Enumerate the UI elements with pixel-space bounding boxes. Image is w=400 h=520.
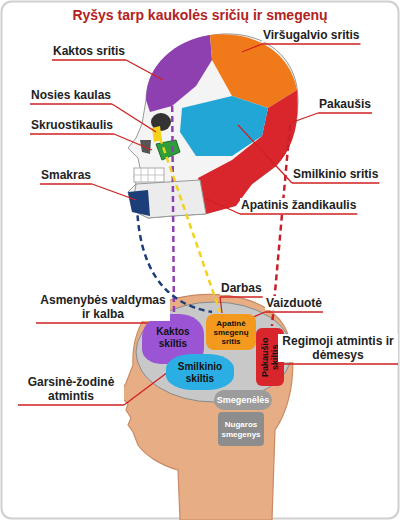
leader-line [112, 104, 156, 132]
region-name: Nugaros smegenys [221, 420, 260, 438]
leader-line [318, 112, 372, 113]
leader-line [30, 103, 112, 104]
chin [128, 190, 150, 216]
function-label: Vaizduotė [265, 296, 323, 310]
leader-line [242, 44, 262, 52]
leader-line [220, 297, 222, 313]
skull-label: Smilkinio sritis [292, 167, 379, 181]
leader-line [92, 184, 136, 200]
title: Ryšys tarp kaukolės sričių ir smegenų [0, 7, 400, 23]
leader-line [124, 372, 168, 405]
function-label: Regimoji atmintis ir dėmesys [278, 334, 398, 362]
skull [128, 34, 298, 218]
function-label: Asmenybės valdymas ir kalba [36, 293, 170, 321]
head [119, 294, 293, 520]
region-name: Smegenėlės [217, 395, 270, 405]
leader-line [205, 198, 240, 214]
dashed-line [160, 138, 220, 312]
cerebellum: Smegenėlės [214, 390, 272, 410]
teeth-lines [134, 168, 164, 182]
leader-line [114, 134, 152, 150]
lower-brain-area: Apatinė smegenų sritis [206, 314, 256, 350]
leader-line [265, 311, 323, 312]
region-name: Smilkinio skiltis [170, 361, 230, 384]
leader-line [240, 213, 357, 214]
skull-label: Nosies kaulas [30, 88, 112, 102]
dashed-line [172, 86, 174, 316]
leader-line [238, 125, 292, 183]
cheekbone [156, 140, 180, 160]
skull-label: Apatinis žandikaulis [240, 198, 357, 212]
spinal-cord: Nugaros smegenys [218, 412, 264, 446]
teeth [134, 168, 164, 182]
temporal-region [180, 96, 268, 156]
region-name: Apatinė smegenų sritis [210, 319, 252, 347]
leader-line [293, 113, 318, 122]
parietal-region [210, 34, 297, 108]
leader-line [220, 296, 263, 297]
leader-line [30, 133, 114, 134]
skull-label: Pakaušis [318, 97, 372, 111]
leader-line [278, 363, 398, 364]
skull-label: Kaktos sritis [52, 44, 126, 58]
leader-line [52, 59, 126, 60]
temporal-lobe: Smilkinio skiltis [166, 354, 234, 390]
leader-line [262, 43, 361, 44]
skull-label: Skruostikaulis [30, 118, 114, 132]
frontal-region [146, 35, 212, 112]
leader-line [40, 183, 92, 184]
leader-line [18, 404, 124, 405]
leader-line [126, 60, 163, 80]
function-label: Garsinė-žodinė atmintis [18, 375, 124, 403]
function-label: Darbas [220, 281, 263, 295]
skull-base [128, 34, 298, 218]
leader-line [292, 182, 379, 183]
skull-label: Viršugalvio sritis [262, 28, 361, 42]
head-silhouette [119, 294, 293, 520]
region-name: Kaktos skiltis [146, 326, 200, 349]
skull-label: Smakras [40, 168, 92, 182]
